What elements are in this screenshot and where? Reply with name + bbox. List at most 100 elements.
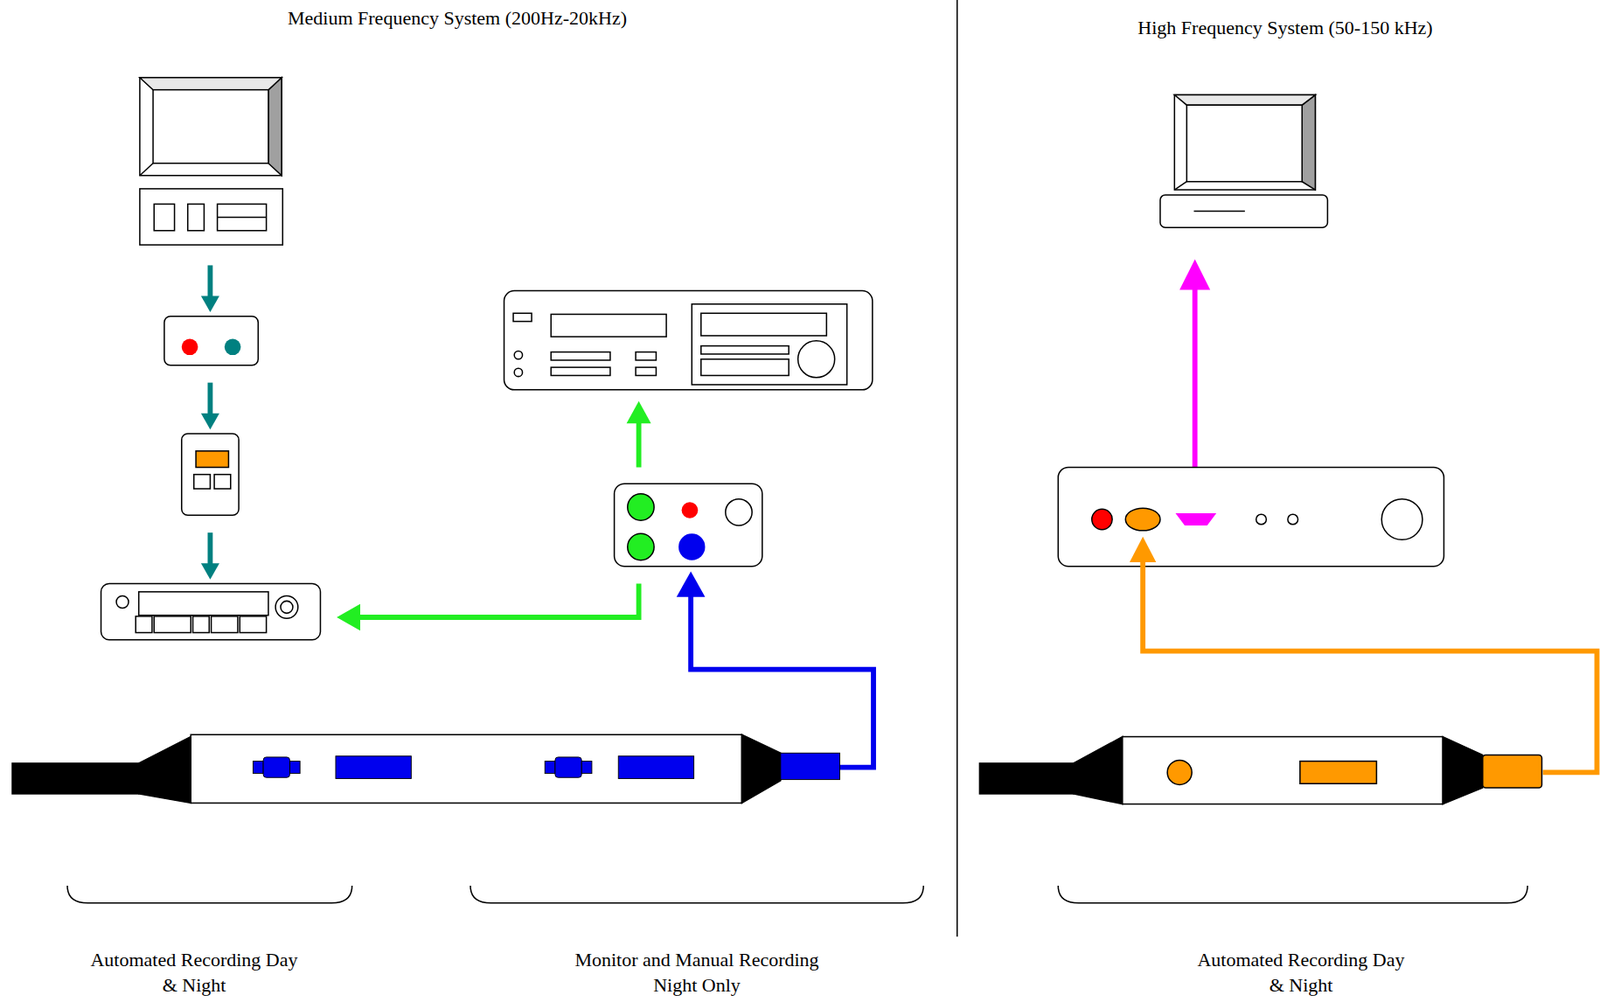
drawing-stroke (252, 761, 264, 774)
drawing-stroke (1167, 759, 1192, 785)
drawing-stroke (550, 367, 611, 376)
converter-box (164, 316, 258, 366)
drawing-stroke (550, 352, 611, 361)
drawing-stroke (635, 367, 656, 376)
section-heading: High Frequency System (50-150 kHz) (1022, 14, 1548, 41)
drawing-stroke (1073, 737, 1123, 805)
drawing-stroke (208, 382, 214, 416)
drawing-stroke (780, 752, 841, 780)
drawing-stroke (193, 616, 210, 634)
drawing-stroke (356, 584, 639, 619)
drawing-stroke (798, 340, 835, 378)
drawing-stroke (239, 616, 266, 634)
drawing-stroke (701, 313, 828, 336)
drawing-stroke (139, 591, 269, 616)
drawing-stroke (289, 761, 300, 774)
green-wire (336, 401, 651, 632)
drawing-stroke (214, 474, 231, 489)
bracket (67, 885, 1528, 904)
drawing-stroke (139, 77, 282, 91)
drawing-stroke (217, 203, 267, 230)
drawing-stroke (1057, 466, 1444, 566)
drawing-stroke (618, 756, 694, 780)
tape-deck (504, 291, 873, 390)
drawing-stroke (1092, 508, 1113, 529)
drawing-stroke (335, 756, 411, 780)
hydrophone (979, 737, 1542, 805)
drawing-stroke (627, 493, 654, 521)
drawing-stroke (116, 596, 129, 609)
teal-arrow (201, 264, 220, 579)
drawing-stroke (194, 474, 211, 489)
drawing-stroke (676, 571, 706, 598)
drawing-stroke (636, 420, 642, 468)
drawing-stroke (201, 413, 220, 431)
drawing-stroke (626, 401, 652, 425)
drawing-stroke (1482, 755, 1543, 788)
drawing-stroke (1160, 194, 1328, 228)
drawing-stroke (635, 352, 656, 361)
drawing-stroke (627, 533, 654, 560)
drawing-stroke (678, 533, 705, 560)
drawing-stroke (1174, 181, 1187, 190)
mode-caption: Monitor and Manual Recording Night Only (552, 946, 842, 998)
drawing-stroke (164, 316, 258, 366)
drawing-stroke (153, 616, 191, 634)
drawing-stroke (555, 757, 582, 778)
mode-caption: Automated Recording Day & Night (89, 946, 300, 998)
drawing-stroke (139, 188, 283, 245)
drawing-stroke (181, 433, 239, 515)
drawing-stroke (1174, 95, 1315, 191)
drawing-stroke (1057, 885, 1528, 904)
laptop-computer (1160, 95, 1328, 229)
part-group (12, 0, 1597, 937)
drawing-stroke (135, 616, 153, 634)
mode-caption: Automated Recording Day & Night (1196, 946, 1406, 998)
drawing-stroke (725, 499, 752, 526)
interface-box (614, 483, 763, 567)
drawing-stroke (139, 163, 154, 176)
drawing-stroke (550, 313, 667, 337)
drawing-stroke (1193, 210, 1245, 213)
drawing-stroke (187, 203, 205, 230)
drawing-stroke (201, 563, 220, 580)
drawing-stroke (1256, 514, 1267, 525)
section-heading: Medium Frequency System (200Hz-20kHz) (194, 5, 720, 31)
drawing-stroke (268, 77, 282, 176)
drawing-stroke (153, 203, 174, 230)
drawing-stroke (979, 763, 1073, 794)
drawing-stroke (504, 291, 873, 390)
drawing-stroke (741, 734, 780, 803)
drawing-stroke (1381, 499, 1423, 541)
drawing-stroke (1300, 761, 1378, 785)
drawing-stroke (1287, 514, 1299, 525)
drawing-stroke (681, 501, 699, 519)
drawing-stroke (514, 368, 522, 376)
drawing-stroke (12, 763, 140, 794)
timer-device (181, 433, 239, 515)
drawing-stroke (1301, 95, 1315, 191)
part-group (252, 752, 840, 780)
drawing-stroke (701, 359, 789, 376)
divider-line (956, 0, 959, 937)
drawing-stroke (701, 346, 789, 355)
drawing-stroke (190, 734, 742, 803)
drawing-stroke (581, 761, 592, 774)
drawing-stroke (211, 616, 238, 634)
drawing-stroke (280, 600, 293, 613)
drawing-stroke (1179, 258, 1211, 290)
drawing-stroke (181, 338, 199, 355)
hydrophone (12, 734, 841, 803)
drawing-stroke (275, 596, 299, 620)
drawing-stroke (514, 350, 522, 359)
drawing-stroke (139, 737, 192, 804)
drawing-stroke (217, 216, 267, 219)
drawing-stroke (691, 304, 847, 385)
drawing-stroke (1442, 737, 1483, 805)
drawing-stroke (1129, 536, 1156, 563)
drawing-stroke (513, 313, 532, 321)
drawing-stroke (263, 757, 290, 778)
drawing-stroke (1175, 513, 1217, 526)
drawing-stroke (195, 451, 229, 468)
